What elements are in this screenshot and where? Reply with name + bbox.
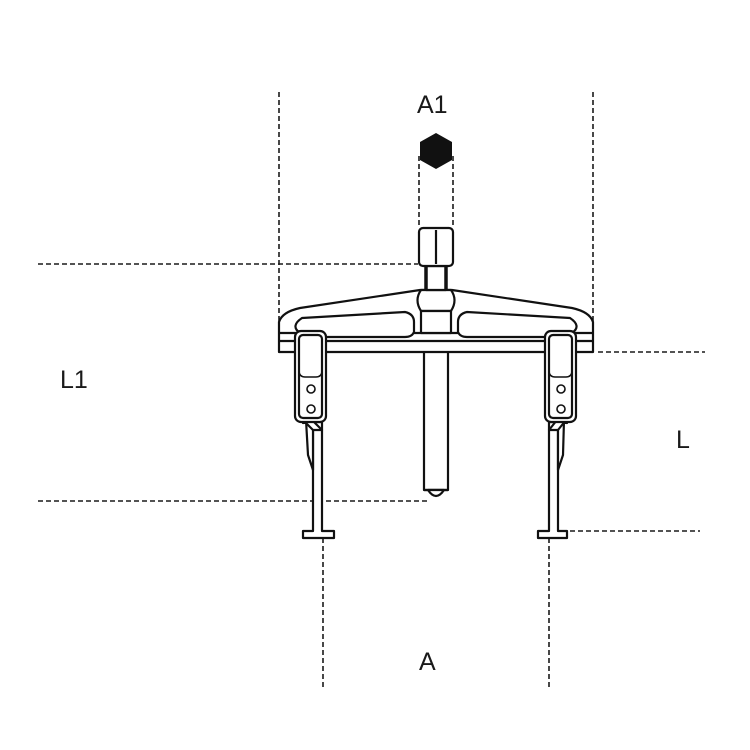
- left-jaw-pin-hole-1: [306, 384, 316, 394]
- crossbar-right-rib: [456, 310, 578, 339]
- label-a: A: [419, 648, 436, 676]
- crossbar-hub-lower: [419, 309, 453, 335]
- left-jaw-pin-hole-2: [306, 404, 316, 414]
- crossbar: [277, 288, 595, 354]
- label-l1: L1: [60, 366, 88, 394]
- right-jaw-pin-hole-2: [556, 404, 566, 414]
- right-jaw-pin-hole-1: [556, 384, 566, 394]
- spindle: [422, 348, 450, 498]
- spindle-neck: [424, 264, 448, 292]
- hex-drive-icon: [420, 133, 452, 169]
- spindle-point: [426, 488, 446, 498]
- right-jaw-clamp-divider: [548, 371, 573, 378]
- crossbar-left-rib: [294, 310, 416, 339]
- dimension-lines: [38, 92, 705, 690]
- left-jaw-clamp-divider: [298, 371, 323, 378]
- spindle-head: [417, 226, 455, 292]
- right-jaw: [536, 329, 578, 540]
- left-jaw: [293, 329, 336, 540]
- spindle-shaft: [422, 348, 450, 492]
- left-jaw-arm: [301, 420, 336, 540]
- label-l: L: [676, 426, 690, 454]
- label-a1: A1: [417, 91, 448, 119]
- crossbar-hub: [416, 288, 456, 313]
